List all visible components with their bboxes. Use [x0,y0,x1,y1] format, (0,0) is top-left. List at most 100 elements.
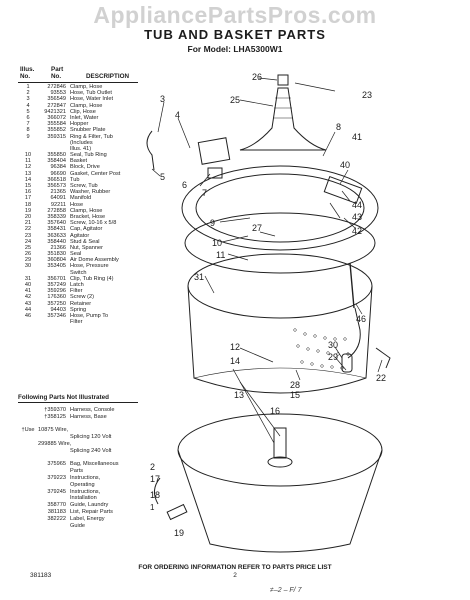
callout-9: 9 [210,218,215,228]
illus-no [18,502,38,509]
part-no: 96690 [50,170,66,177]
illus-no [18,495,38,502]
callout-27: 27 [252,223,262,233]
part-no: 358404 [47,158,66,165]
illus-no: 7 [26,121,30,128]
part-no: 357346 [47,312,66,319]
part-description: Cap, Agitator [70,226,103,233]
part-no: 356549 [47,96,66,103]
illus-no: 31 [24,275,32,282]
part-no: 353405 [47,263,66,270]
part-no: 299885 Wire, [38,440,72,447]
parts-row: Filter [18,319,148,325]
part-description: Ring & Filter, Tub [70,133,113,140]
part-no: 21366 [50,244,66,251]
part-no: 94403 [50,306,66,313]
header-rule [18,82,138,83]
air-dome-shape [341,353,353,373]
illus-no: 22 [24,226,32,233]
part-no: 356573 [47,183,66,189]
callout-3: 3 [160,94,165,104]
callout-22: 22 [376,373,386,383]
part-no [38,468,70,475]
hopper-shape [197,137,231,165]
part-no: 357249 [47,282,66,288]
illus-no: 23 [24,232,32,239]
illus-no: 13 [24,170,32,177]
illus-no: 25 [24,244,32,251]
illus-no [18,319,38,325]
tub-ring-seal-shape [184,212,376,274]
callout-16: 16 [270,406,280,416]
part-no: 96384 [50,164,66,171]
part-no [38,455,70,462]
illus-no [18,489,38,496]
manifold-shape [154,477,161,505]
callout-26: 26 [252,72,262,82]
not-illustrated-rule [18,402,138,403]
part-description: Instructions, [70,474,101,481]
exploded-parts-diagram: 26 23 25 3 4 6 5 7 8 41 40 44 43 42 9 10… [146,72,391,553]
part-description: Parts [70,468,84,475]
parts-row: Splicing 240 Volt [18,448,148,455]
illus-no [18,455,38,462]
callout-11: 11 [216,250,225,260]
callout-46: 46 [356,314,366,324]
part-description: Splicing 120 Volt [70,434,112,441]
illus-no [18,407,38,414]
agitator-cap-shape [277,74,289,86]
page-number: 2 [233,572,237,579]
part-description: Clamp, Hose [70,207,103,214]
part-no: 357250 [47,300,66,307]
illus-no [18,475,38,482]
illus-no: 40 [24,282,32,288]
part-no: 359315 [47,133,66,140]
part-description: Washer, Rubber [70,189,111,196]
callout-41: 41 [352,132,362,142]
illus-no: 20 [24,213,32,220]
part-no [38,434,70,441]
hose-shape [166,503,188,521]
parts-row: 12 96384 Block, Drive [18,164,148,170]
illus-no: 3 [26,96,30,103]
callout-8: 8 [336,122,341,132]
part-description: Tub [70,176,80,183]
part-description: Clip, Hose [70,108,96,115]
callout-18: 18 [150,490,160,500]
inlet-hose-shape [146,130,155,171]
part-description: Screw, 10-16 x 5/8 [70,220,117,227]
callout-14: 14 [230,356,240,366]
illus-no: 12 [24,164,32,171]
part-no [38,448,70,455]
illus-header: Illus.No. [20,66,35,80]
callout-12: 12 [230,342,240,352]
illus-no: 9 [26,133,30,140]
callout-28: 28 [290,380,300,390]
part-no: 272858 [47,207,66,214]
part-no: 357640 [47,220,66,227]
part-description: Block, Drive [70,164,100,171]
illus-no: 30 [24,263,32,270]
callout-15: 15 [290,390,300,400]
part-description: Clamp, Hose [70,102,103,109]
callout-19: 19 [174,528,184,538]
hose-clamp-shape [375,347,391,369]
part-description: Splicing 240 Volt [70,447,112,454]
parts-row: (Includes [18,140,148,146]
handwritten-note: ≠–2 – F/ 7 [270,587,302,594]
illus-no: 44 [24,306,32,313]
